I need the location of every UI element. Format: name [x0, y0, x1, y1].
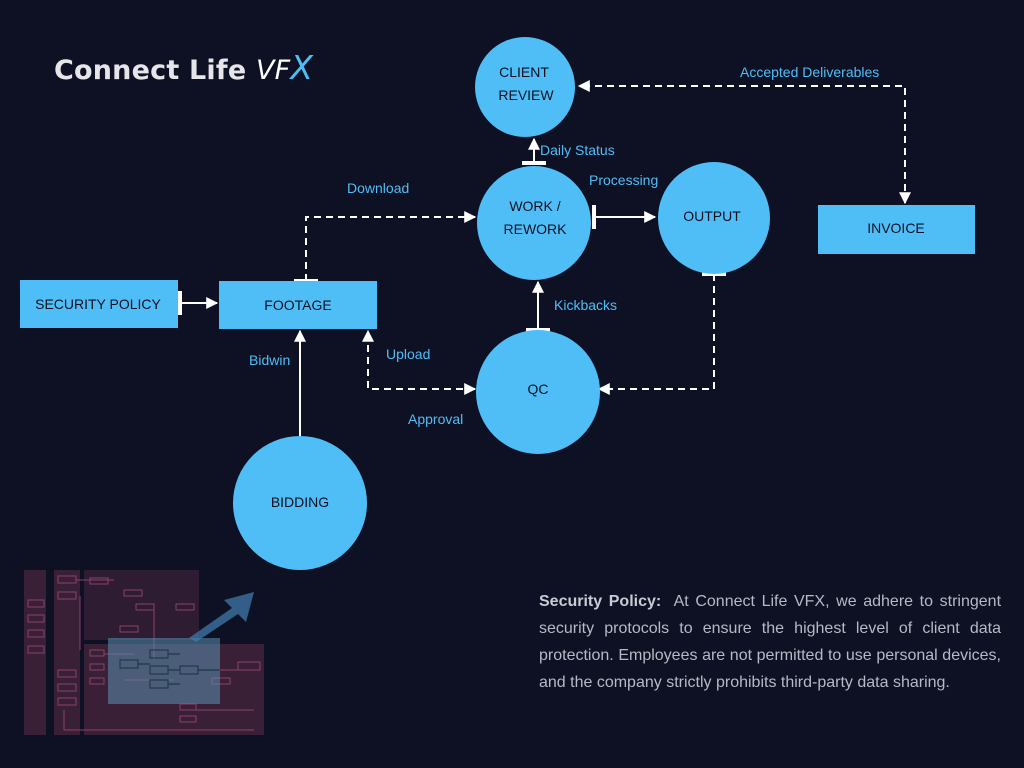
policy-title: Security Policy:: [539, 593, 662, 610]
policy-body: At Connect Life VFX, we adhere to string…: [539, 593, 1002, 691]
edge-label-bidwin: Bidwin: [249, 352, 290, 368]
qc-label: QC: [528, 381, 549, 397]
edge-label-approval: Approval: [408, 411, 463, 427]
edge-label-daily-status: Daily Status: [540, 142, 615, 158]
footage-label: FOOTAGE: [264, 297, 331, 313]
client-review-label-line2: REVIEW: [498, 87, 554, 103]
node-bidding: [233, 436, 367, 570]
node-footage: [219, 281, 377, 329]
edge-label-download: Download: [347, 180, 409, 196]
edge-download: [294, 211, 477, 283]
logo-main-text: Connect Life: [54, 55, 247, 86]
logo-vfx-text: VFX: [255, 48, 314, 87]
edge-output-qc: [597, 272, 726, 395]
node-client-review: [475, 37, 575, 137]
node-invoice: [818, 205, 975, 254]
workflow-thumbnail-image: [24, 570, 264, 735]
node-qc: [476, 330, 600, 454]
work-rework-label-line2: REWORK: [504, 221, 568, 237]
invoice-label: INVOICE: [867, 220, 925, 236]
bidding-label: BIDDING: [271, 494, 329, 510]
edge-label-kickbacks: Kickbacks: [554, 297, 617, 313]
work-rework-label-line1: WORK /: [509, 198, 560, 214]
company-logo: Connect Life VFX: [54, 48, 313, 87]
security-policy-label: SECURITY POLICY: [35, 296, 161, 312]
node-work-rework: [477, 166, 591, 280]
edge-label-accepted-deliverables: Accepted Deliverables: [740, 64, 879, 80]
output-label: OUTPUT: [683, 208, 741, 224]
node-output: [658, 162, 770, 274]
security-policy-statement: Security Policy: At Connect Life VFX, we…: [539, 588, 1001, 696]
edge-accepted-deliverables: [577, 80, 911, 205]
edge-upload-approval: [362, 329, 477, 395]
edge-label-upload: Upload: [386, 346, 430, 362]
client-review-label-line1: CLIENT: [499, 64, 549, 80]
edge-label-processing: Processing: [589, 172, 658, 188]
node-security-policy: [20, 280, 178, 328]
